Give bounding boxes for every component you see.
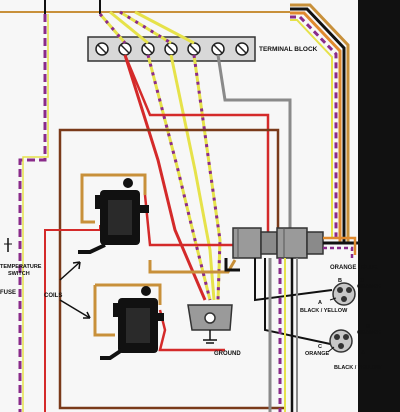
ground-label: GROUND (214, 351, 241, 357)
terminal-block-label: TERMINAL BLOCK (259, 46, 318, 53)
plug2-pin-c: C (318, 344, 322, 350)
terminal-input-wires (98, 10, 195, 45)
connector-label-leaders (327, 297, 337, 353)
plug1-orange-label: ORANGE (357, 284, 381, 290)
plug1-black-yellow-label: BLACK / YELLOW (300, 308, 348, 314)
ignition-coil-1 (78, 178, 149, 254)
plug1-pin-c: C (360, 278, 364, 284)
temperature-switch-label-line2: SWITCH (8, 271, 30, 277)
coils-label: COILS (44, 293, 62, 299)
plug2-black-yellow-label: BLACK / YELLOW (334, 365, 382, 371)
right-wire-bundle (290, 3, 350, 242)
ground-terminal (187, 304, 233, 344)
main-harness-connector (232, 227, 324, 259)
terminal-block (87, 36, 256, 62)
fuse-label: FUSE (0, 290, 16, 296)
plug1-pin-b: B (338, 278, 342, 284)
plug2-pin-a: A (361, 350, 365, 356)
ignition-coil-2 (100, 286, 164, 360)
right-black-frame (358, 0, 400, 412)
plug2-orange-left-label: ORANGE (305, 351, 329, 357)
temperature-switch-symbol (4, 238, 12, 252)
plug2-pin-b: B (366, 324, 370, 330)
plug1-pin-a: A (318, 300, 322, 306)
plug2-orange-right-label: ORANGE (357, 330, 381, 336)
top-wire-bundle (0, 0, 290, 14)
plug-connector-1 (332, 282, 356, 306)
plug-connector-2 (329, 329, 353, 353)
harness-wires (123, 54, 292, 301)
coils-pointer-arrows (59, 261, 91, 319)
left-wire-loop (18, 14, 49, 412)
orange-blue-label: ORANGE / BLUE (330, 265, 378, 271)
temperature-switch-label-line1: TEMPERATURE (0, 264, 42, 270)
connector-output-wires (224, 236, 358, 412)
